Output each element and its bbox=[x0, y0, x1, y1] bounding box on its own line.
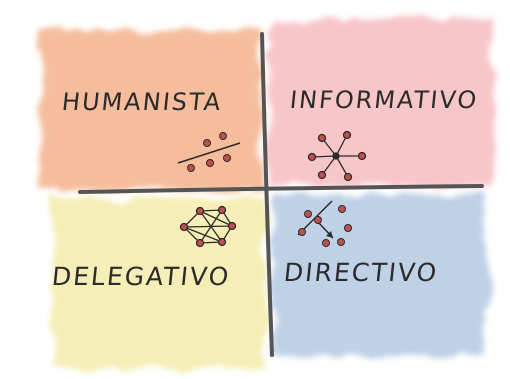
vertical-axis bbox=[260, 32, 274, 357]
horizontal-axis bbox=[78, 184, 484, 194]
quadrant-bg-top-left bbox=[40, 30, 262, 190]
quadrant-label-directivo: Directivo bbox=[282, 258, 440, 287]
quadrant-bg-top-right bbox=[268, 18, 493, 186]
directed-arrow-icon bbox=[297, 200, 352, 247]
quadrant-label-informativo: Informativo bbox=[288, 86, 480, 114]
split-dots-icon bbox=[177, 132, 241, 172]
mesh-network-icon bbox=[179, 205, 237, 248]
quadrant-label-humanista: Humanista bbox=[60, 88, 224, 116]
hub-network-icon bbox=[307, 130, 367, 182]
quadrant-bg-bottom-right bbox=[272, 194, 487, 356]
quadrant-label-delegativo: Delegativo bbox=[50, 262, 232, 291]
